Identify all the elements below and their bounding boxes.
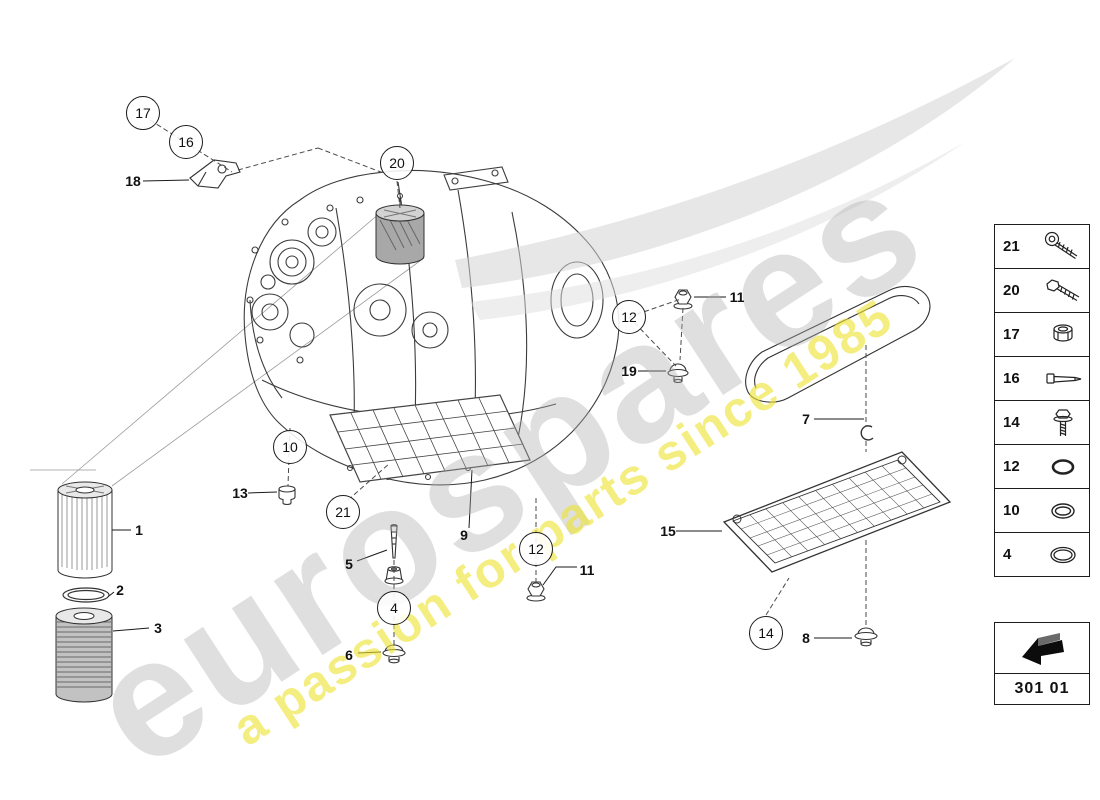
o-ring-icon (1042, 538, 1086, 572)
label-1[interactable]: 1 (135, 522, 143, 538)
retaining-clip (860, 425, 874, 441)
dashed-leader-lines (149, 119, 867, 646)
label-number: 19 (621, 363, 637, 379)
label-18[interactable]: 18 (125, 173, 141, 189)
part-number: 21 (1003, 238, 1020, 255)
part-number: 10 (1003, 502, 1020, 519)
part-number: 16 (1003, 370, 1020, 387)
label-11b[interactable]: 11 (580, 562, 595, 578)
sidebar-part-16[interactable]: 16 (994, 356, 1090, 401)
sidebar-part-4[interactable]: 4 (994, 532, 1090, 577)
bracket-part (189, 159, 241, 189)
label-2[interactable]: 2 (116, 582, 124, 598)
sensor-pin-icon (1042, 362, 1086, 396)
oil-filter-element (57, 481, 113, 579)
callout-number: 10 (282, 439, 298, 455)
part-number: 4 (1003, 546, 1012, 563)
label-number: 11 (729, 289, 745, 305)
label-8[interactable]: 8 (802, 630, 810, 646)
part-number: 20 (1003, 282, 1020, 299)
callout-12b[interactable]: 12 (519, 532, 553, 566)
label-7[interactable]: 7 (802, 411, 810, 427)
cap-nut-icon (1042, 318, 1086, 352)
oil-strainer (722, 451, 952, 573)
direction-arrow-icon (995, 623, 1089, 674)
label-number: 13 (232, 485, 248, 501)
o-ring-icon (1042, 494, 1086, 528)
label-number: 1 (135, 522, 143, 538)
label-number: 2 (116, 582, 124, 598)
socket-head-bolt-icon (1042, 230, 1086, 264)
label-number: 18 (125, 173, 141, 189)
callout-4[interactable]: 4 (377, 591, 411, 625)
label-19[interactable]: 19 (621, 363, 637, 379)
label-number: 8 (802, 630, 810, 646)
sidebar-part-10[interactable]: 10 (994, 488, 1090, 533)
sidebar-part-12[interactable]: 12 (994, 444, 1090, 489)
diagram-code: 301 01 (1014, 680, 1070, 697)
label-6[interactable]: 6 (345, 647, 353, 663)
callout-number: 4 (390, 600, 398, 616)
callout-21[interactable]: 21 (326, 495, 360, 529)
label-number: 15 (660, 523, 676, 539)
callout-number: 20 (389, 155, 405, 171)
callout-number: 14 (758, 625, 774, 641)
label-number: 6 (345, 647, 353, 663)
label-15[interactable]: 15 (660, 523, 676, 539)
label-number: 3 (154, 620, 162, 636)
callout-12a[interactable]: 12 (612, 300, 646, 334)
label-number: 11 (579, 562, 595, 578)
callout-17[interactable]: 17 (126, 96, 160, 130)
sidebar-part-14[interactable]: 14 (994, 400, 1090, 445)
callout-10[interactable]: 10 (273, 430, 307, 464)
projection-lines (30, 212, 425, 487)
diagram-code-box: 301 01 (994, 622, 1090, 705)
label-number: 9 (460, 527, 468, 543)
label-number: 7 (802, 411, 810, 427)
label-9[interactable]: 9 (460, 527, 468, 543)
hex-bolt-icon (1042, 274, 1086, 308)
callout-number: 17 (135, 105, 151, 121)
installed-filter-cartridge (375, 193, 425, 265)
flange-bolt-icon (1042, 406, 1086, 440)
callout-number: 16 (178, 134, 194, 150)
leader-lines (108, 179, 864, 654)
oil-pan-grid (329, 394, 531, 483)
callout-number: 21 (335, 504, 351, 520)
sidebar-part-17[interactable]: 17 (994, 312, 1090, 357)
part-number: 17 (1003, 326, 1020, 343)
sidebar-part-20[interactable]: 20 (994, 268, 1090, 313)
filter-o-ring (62, 587, 110, 603)
label-5[interactable]: 5 (345, 556, 353, 572)
label-3[interactable]: 3 (154, 620, 162, 636)
sidebar-part-21[interactable]: 21 (994, 224, 1090, 269)
label-11a[interactable]: 11 (730, 289, 745, 305)
callout-14[interactable]: 14 (749, 616, 783, 650)
label-number: 5 (345, 556, 353, 572)
oil-filter-housing (55, 607, 113, 703)
part-number: 14 (1003, 414, 1020, 431)
parts-sidebar: 21 20 17 (994, 224, 1090, 577)
callout-number: 12 (621, 309, 637, 325)
callout-20[interactable]: 20 (380, 146, 414, 180)
label-13[interactable]: 13 (232, 485, 248, 501)
part-number: 12 (1003, 458, 1020, 475)
pan-gasket (745, 286, 931, 403)
callout-number: 12 (528, 541, 544, 557)
o-ring-icon (1042, 450, 1086, 484)
callout-16[interactable]: 16 (169, 125, 203, 159)
